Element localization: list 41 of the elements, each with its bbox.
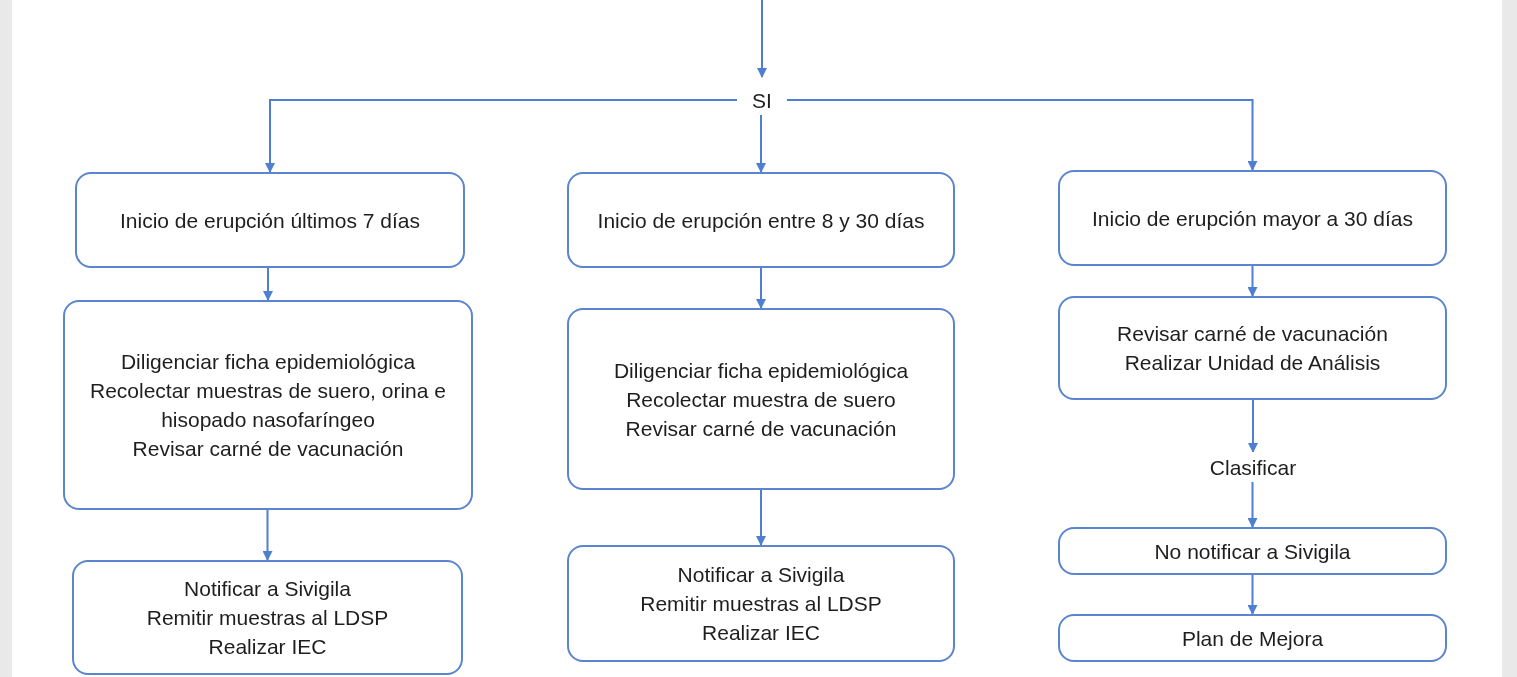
process-box [72,560,463,675]
step-text: Notificar a Sivigila [677,562,845,588]
step-text: Diligenciar ficha epidemiológica [613,357,909,384]
arrow [265,99,738,173]
process-box [567,172,955,268]
process-box [1058,527,1447,575]
process-box [75,172,465,268]
process-box [1058,296,1447,400]
process-box [567,308,955,490]
step-text: Inicio de erupción entre 8 y 30 días [597,207,925,234]
step-text: Revisar carné de vacunación [1117,321,1388,347]
process-box [1058,614,1447,662]
step-text: Realizar Unidad de Análisis [1124,350,1381,376]
process-box [567,545,955,662]
step-text: Diligenciar ficha epidemiológica [120,349,416,375]
process-box [63,300,473,510]
step-text: Notificar a Sivigila [184,576,351,602]
arrow [756,489,766,546]
arrow [757,0,767,78]
step-text: Remitir muestras al LDSP [146,605,389,631]
arrow [1247,265,1258,297]
arrow [263,267,273,301]
arrow [1248,399,1258,453]
process-box [1058,170,1447,266]
arrow [262,509,273,561]
arrow [786,99,1258,171]
step-text: Realizar IEC [208,634,327,660]
arrow [756,267,766,309]
step-text: Revisar carné de vacunación [132,436,404,462]
step-text: Recolectar muestras de suero, orina e hisopado nasofaríngeo [89,378,447,433]
step-text: Revisar carné de vacunación [625,415,897,442]
arrow [1247,481,1258,528]
step-text: Remitir muestras al LDSP [640,591,882,617]
step-text: Inicio de erupción mayor a 30 días [1092,205,1413,232]
step-text: Realizar IEC [702,620,820,646]
step-text: Inicio de erupción últimos 7 días [120,207,420,234]
step-text: Plan de Mejora [1181,625,1324,652]
step-text: No notificar a Sivigila [1154,538,1351,565]
arrow [1247,574,1258,615]
step-text: Recolectar muestra de suero [626,386,896,413]
arrow [756,114,766,173]
